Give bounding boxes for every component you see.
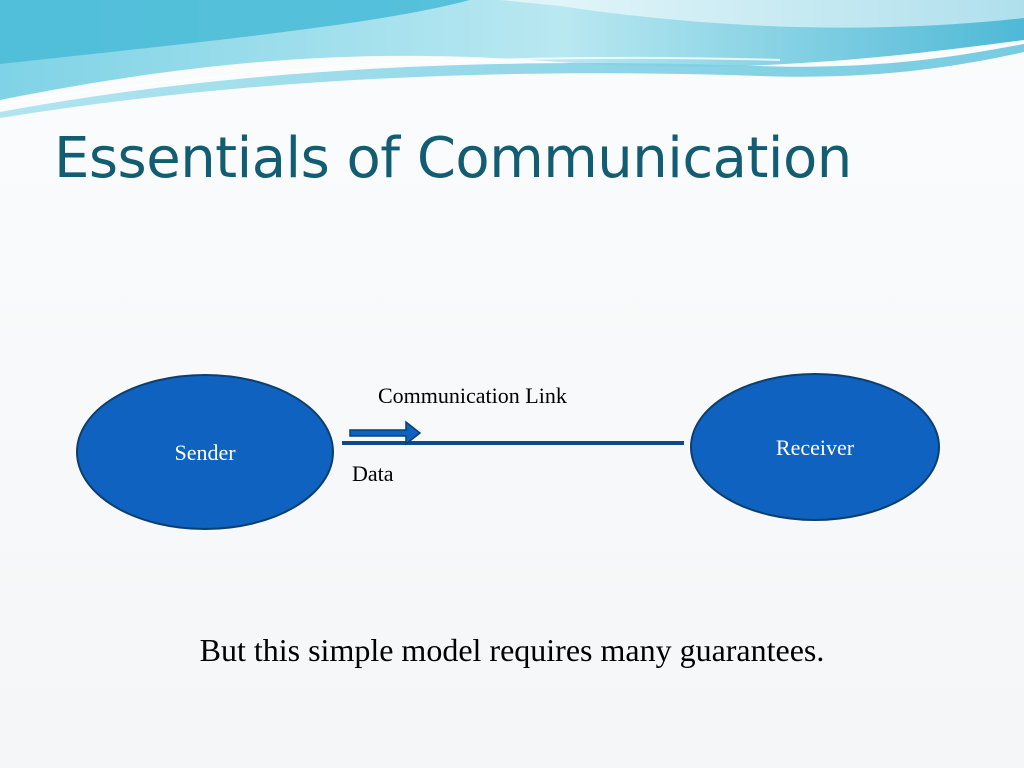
- communication-diagram: Sender Receiver Communication Link Data: [76, 373, 940, 530]
- slide-caption: But this simple model requires many guar…: [199, 632, 825, 668]
- receiver-label: Receiver: [776, 435, 855, 460]
- right-arrow-icon: [349, 420, 422, 446]
- slide-title: Essentials of Communication: [54, 126, 852, 191]
- sender-label: Sender: [174, 440, 236, 465]
- receiver-node: Receiver: [690, 373, 940, 521]
- communication-link-label: Communication Link: [378, 383, 567, 408]
- sender-node: Sender: [76, 374, 334, 530]
- data-label: Data: [352, 461, 394, 486]
- header-wave-decoration: [0, 0, 1024, 118]
